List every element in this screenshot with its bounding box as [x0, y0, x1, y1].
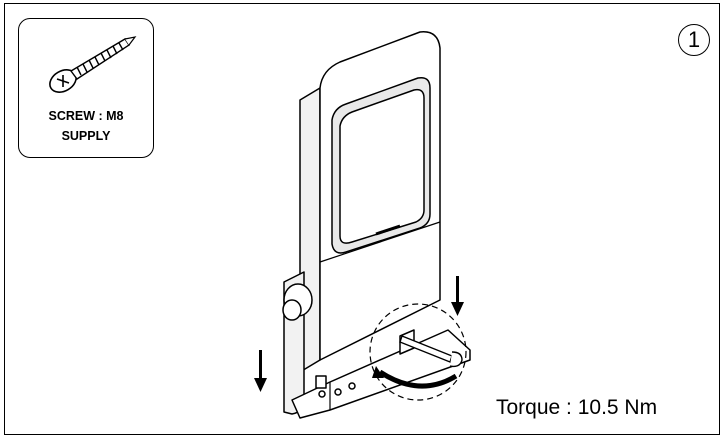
torque-label: Torque : 10.5 Nm	[496, 396, 658, 419]
wrench	[399, 335, 463, 368]
screw-spec-label: SCREW : M8	[48, 109, 124, 123]
curved-arrow-icon	[378, 369, 458, 389]
step-number-badge: 1	[678, 24, 710, 56]
screw-supply-label: SUPPLY	[61, 129, 111, 143]
figure-frame	[4, 3, 720, 435]
down-arrow-icon	[451, 276, 464, 316]
screw-icon	[49, 36, 137, 93]
down-arrow-icon	[254, 350, 267, 392]
screw-callout: SCREW : M8 SUPPLY	[18, 18, 154, 158]
detail-circle	[369, 303, 467, 401]
